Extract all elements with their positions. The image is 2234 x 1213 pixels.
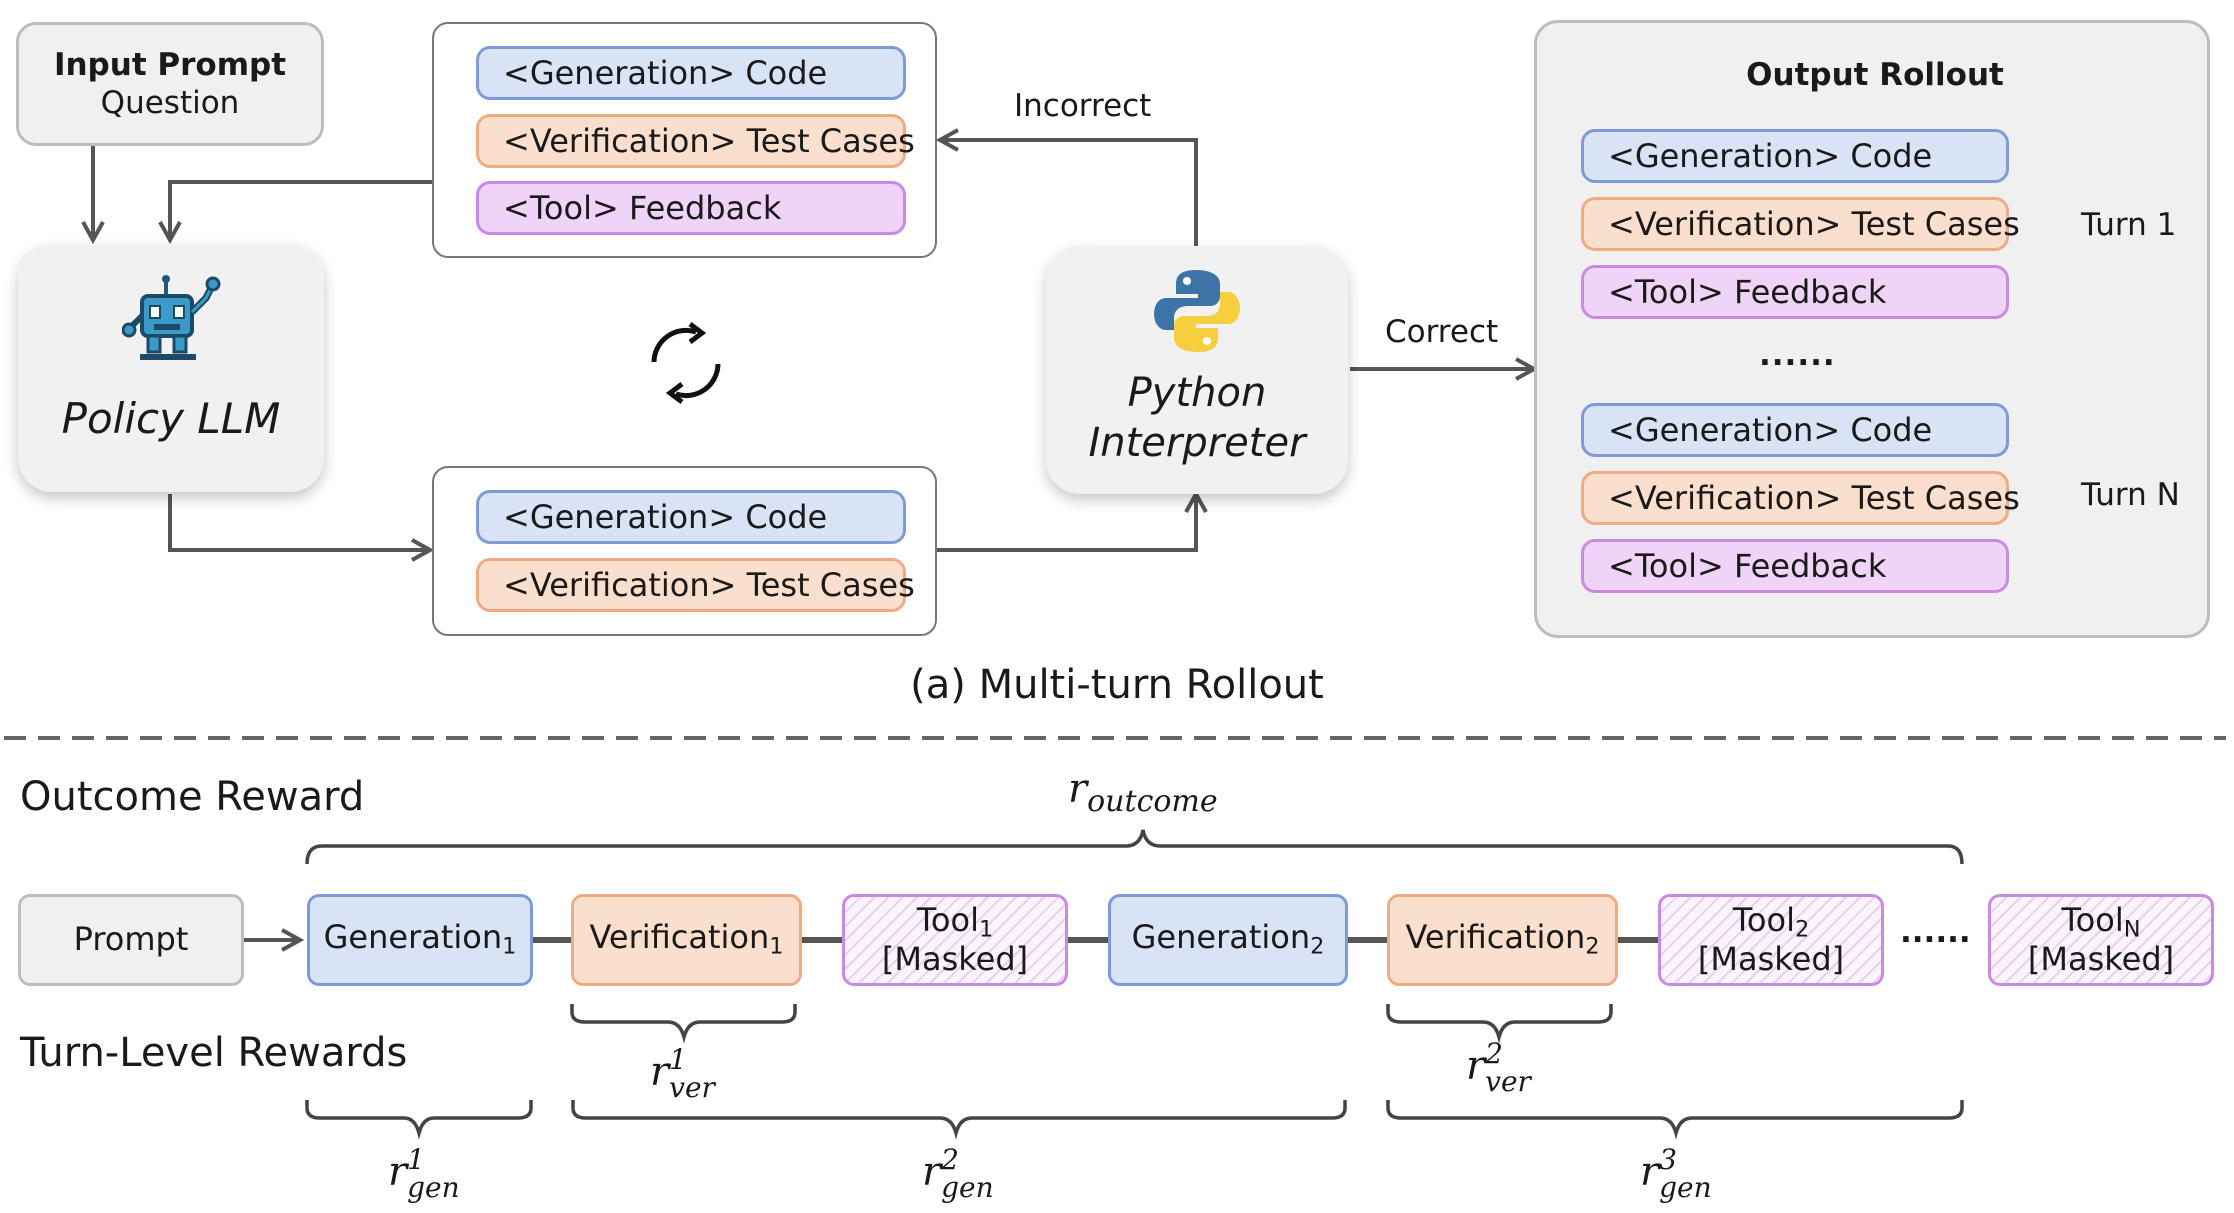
- output-rollout-panel: Output Rollout <Generation> Code <Verifi…: [1534, 20, 2210, 638]
- correct-label: Correct: [1385, 314, 1499, 350]
- turnN-tool-pill: <Tool> Feedback: [1581, 539, 2009, 593]
- brace-outcome: [305, 829, 1964, 865]
- seq-prompt-node: Prompt: [18, 894, 244, 986]
- seq-tool-1-node: Tool1 [Masked]: [842, 894, 1068, 986]
- interpreter-label-line1: Python: [1127, 370, 1267, 416]
- generation-box: <Generation> Code <Verification> Test Ca…: [432, 466, 937, 636]
- brace-rver2: [1386, 1004, 1613, 1044]
- policy-llm-card: Policy LLM: [18, 244, 324, 492]
- turnN-label: Turn N: [2081, 477, 2180, 513]
- python-interpreter-card: Python Interpreter: [1046, 246, 1348, 494]
- seq-ellipsis: ......: [1900, 914, 1971, 950]
- feedback-tool-pill: <Tool> Feedback: [476, 181, 906, 235]
- seq-generation-1-node: Generation1: [307, 894, 533, 986]
- seq-tool-n-node: ToolN [Masked]: [1988, 894, 2214, 986]
- policy-llm-label: Policy LLM: [61, 394, 281, 443]
- input-prompt-box: Input Prompt Question: [16, 22, 324, 146]
- generation-verification-pill: <Verification> Test Cases: [476, 558, 915, 612]
- turn1-tool-pill: <Tool> Feedback: [1581, 265, 2009, 319]
- output-rollout-title: Output Rollout: [1746, 57, 2004, 93]
- arrow-feedback-to-policy: [170, 180, 432, 240]
- r-outcome-label: routcome: [1068, 766, 1218, 819]
- seq-tool-2-node: Tool2 [Masked]: [1658, 894, 1884, 986]
- turnN-generation-pill: <Generation> Code: [1581, 403, 2009, 457]
- robot-icon: [122, 275, 221, 360]
- output-ellipsis: ......: [1759, 337, 1836, 373]
- python-logo-icon: [1154, 270, 1240, 352]
- brace-rver1: [570, 1004, 797, 1044]
- brace-rgen3: [1386, 1100, 1964, 1140]
- incorrect-label: Incorrect: [1014, 88, 1152, 124]
- brace-rgen2: [571, 1100, 1347, 1140]
- seq-verification-1-node: Verification1: [571, 894, 802, 986]
- turn1-verification-pill: <Verification> Test Cases: [1581, 197, 2020, 251]
- feedback-box: <Generation> Code <Verification> Test Ca…: [432, 22, 937, 258]
- refresh-cycle-icon: [651, 322, 721, 404]
- seq-generation-2-node: Generation2: [1108, 894, 1348, 986]
- arrow-policy-to-bottom: [168, 494, 430, 550]
- feedback-generation-pill: <Generation> Code: [476, 46, 906, 100]
- turn1-label: Turn 1: [2081, 207, 2177, 243]
- input-prompt-subtitle: Question: [100, 85, 240, 121]
- interpreter-label-line2: Interpreter: [1088, 420, 1306, 466]
- turn1-generation-pill: <Generation> Code: [1581, 129, 2009, 183]
- brace-rgen1: [305, 1100, 533, 1140]
- turn-level-rewards-title: Turn-Level Rewards: [20, 1030, 408, 1076]
- outcome-reward-title: Outcome Reward: [20, 774, 365, 820]
- feedback-verification-pill: <Verification> Test Cases: [476, 114, 915, 168]
- figure-caption: (a) Multi-turn Rollout: [910, 662, 1324, 708]
- arrow-bottom-to-interpreter: [937, 494, 1196, 552]
- seq-verification-2-node: Verification2: [1387, 894, 1618, 986]
- turnN-verification-pill: <Verification> Test Cases: [1581, 471, 2020, 525]
- generation-code-pill: <Generation> Code: [476, 490, 906, 544]
- input-prompt-title: Input Prompt: [53, 47, 287, 83]
- arrow-incorrect: [940, 140, 1198, 246]
